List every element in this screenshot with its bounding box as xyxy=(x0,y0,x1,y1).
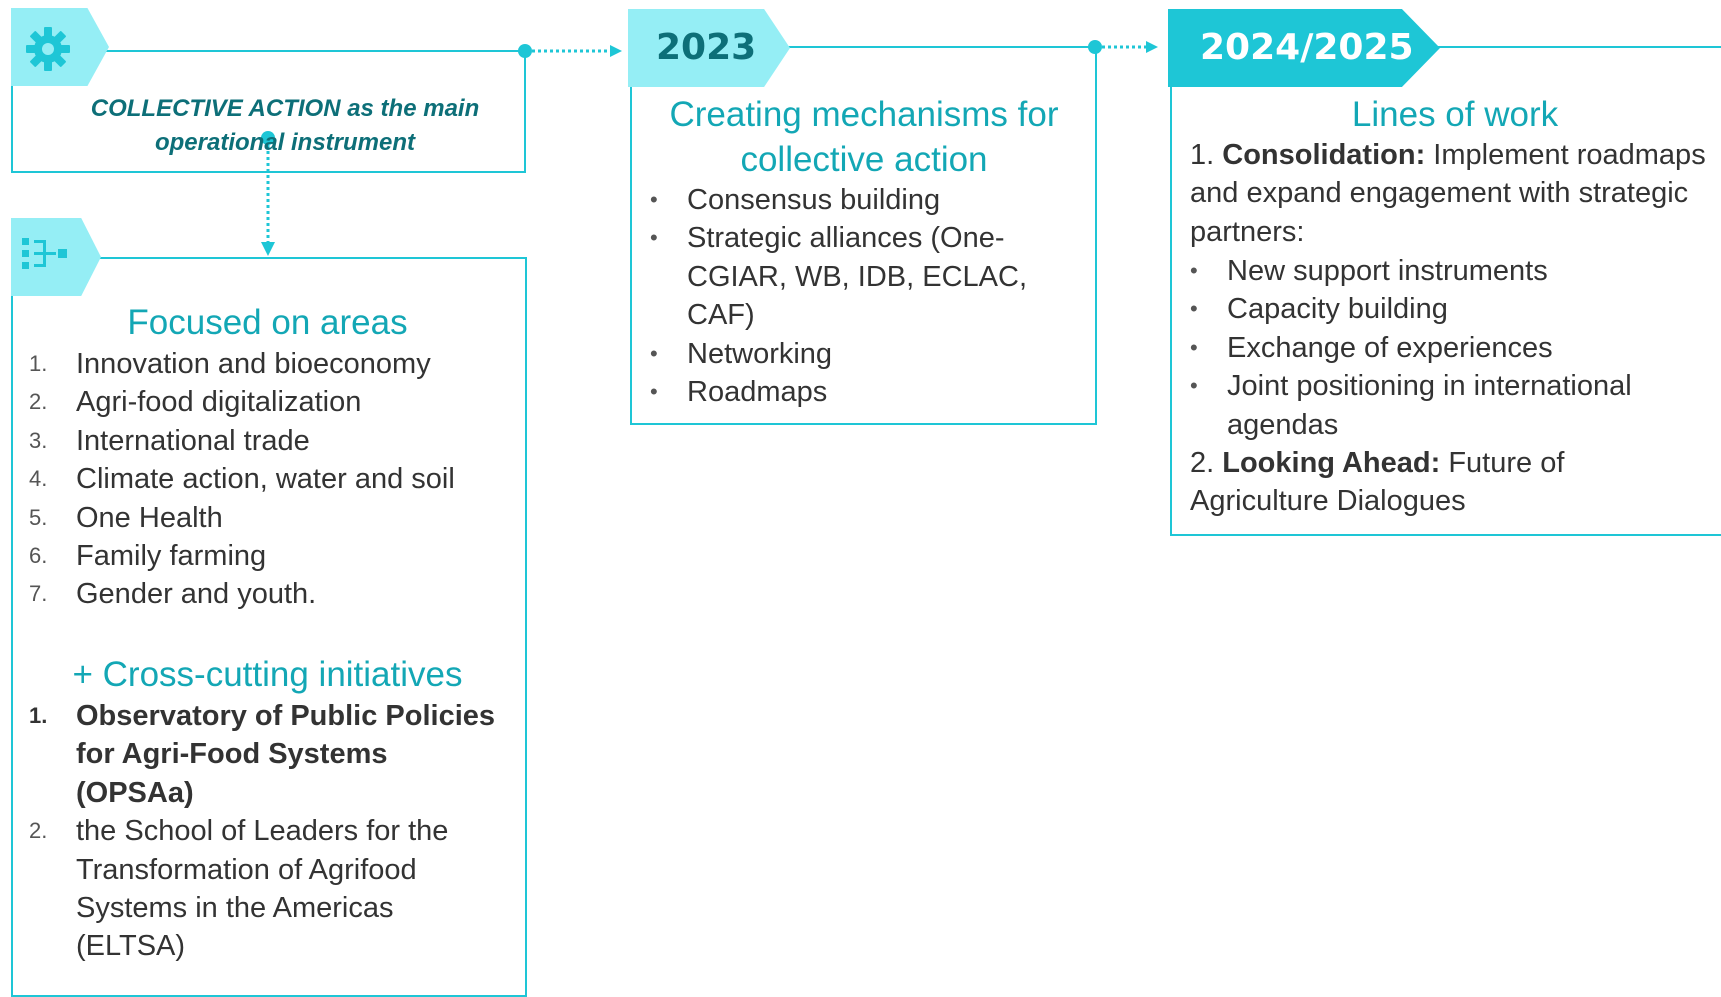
looking-ahead-paragraph: 2. Looking Ahead: Future of Agriculture … xyxy=(1190,447,1565,518)
list-item: 5.One Health xyxy=(29,499,519,537)
list-item: 7.Gender and youth. xyxy=(29,575,519,613)
lines-of-work-heading: Lines of work xyxy=(1351,95,1559,134)
list-number: 1. xyxy=(29,351,48,376)
mechanisms-list: •Consensus building •Strategic alliances… xyxy=(650,181,1070,411)
areas-list: 1.Innovation and bioeconomy 2.Agri-food … xyxy=(29,345,519,614)
consolidation-list: •New support instruments •Capacity build… xyxy=(1190,252,1710,444)
list-number: 2. xyxy=(29,389,48,415)
list-number: 2. xyxy=(29,818,48,844)
list-item: •New support instruments xyxy=(1190,255,1548,287)
list-item: •Networking xyxy=(650,337,833,370)
hierarchy-icon xyxy=(22,238,67,269)
cross-cutting-heading: + Cross-cutting initiatives xyxy=(72,655,463,694)
year-2024-2025-tag xyxy=(1168,9,1440,87)
list-item: •Roadmaps xyxy=(650,376,828,409)
year-2023-label: 2023 xyxy=(656,27,757,68)
year-2024-2025-box xyxy=(1170,46,1721,536)
collective-action-box xyxy=(11,50,526,173)
year-2023-tag xyxy=(628,9,790,87)
list-item: 1.Innovation and bioeconomy xyxy=(29,345,519,383)
list-number: 1. xyxy=(29,703,48,728)
list-item: •Joint positioning in international agen… xyxy=(1190,370,1632,441)
mechanisms-heading: Creating mechanisms for collective actio… xyxy=(669,95,1059,179)
cross-cutting-list: 1.Observatory of Public Policies for Agr… xyxy=(29,697,499,966)
list-number: 4. xyxy=(29,466,48,492)
year-2023-box xyxy=(630,46,1097,425)
list-item: 6.Family farming xyxy=(29,537,519,575)
year-2024-2025-label: 2024/2025 xyxy=(1200,27,1414,68)
list-number: 3. xyxy=(29,427,48,453)
consolidation-paragraph: 1. Consolidation: Implement roadmaps and… xyxy=(1190,139,1706,248)
list-number: 7. xyxy=(29,581,48,607)
gear-icon xyxy=(26,27,70,71)
focused-areas-heading: Focused on areas xyxy=(127,303,408,342)
list-item: 4.Climate action, water and soil xyxy=(29,460,519,498)
list-item: 2.Agri-food digitalization xyxy=(29,383,519,421)
arrow-right-icon xyxy=(1088,40,1158,54)
list-item: 1.Observatory of Public Policies for Agr… xyxy=(29,697,499,812)
list-number: 6. xyxy=(29,543,48,569)
collective-action-title: COLLECTIVE ACTION as the main operationa… xyxy=(90,95,480,156)
list-item: •Strategic alliances (One-CGIAR, WB, IDB… xyxy=(650,222,1027,332)
list-item: 3.International trade xyxy=(29,422,519,460)
arrow-right-icon xyxy=(518,44,622,58)
arrow-down-icon xyxy=(261,131,275,256)
list-number: 5. xyxy=(29,504,48,530)
list-item: •Consensus building xyxy=(650,184,941,216)
list-item: •Exchange of experiences xyxy=(1190,331,1553,364)
list-item: 2.the School of Leaders for the Transfor… xyxy=(29,812,499,966)
list-item: •Capacity building xyxy=(1190,293,1448,326)
